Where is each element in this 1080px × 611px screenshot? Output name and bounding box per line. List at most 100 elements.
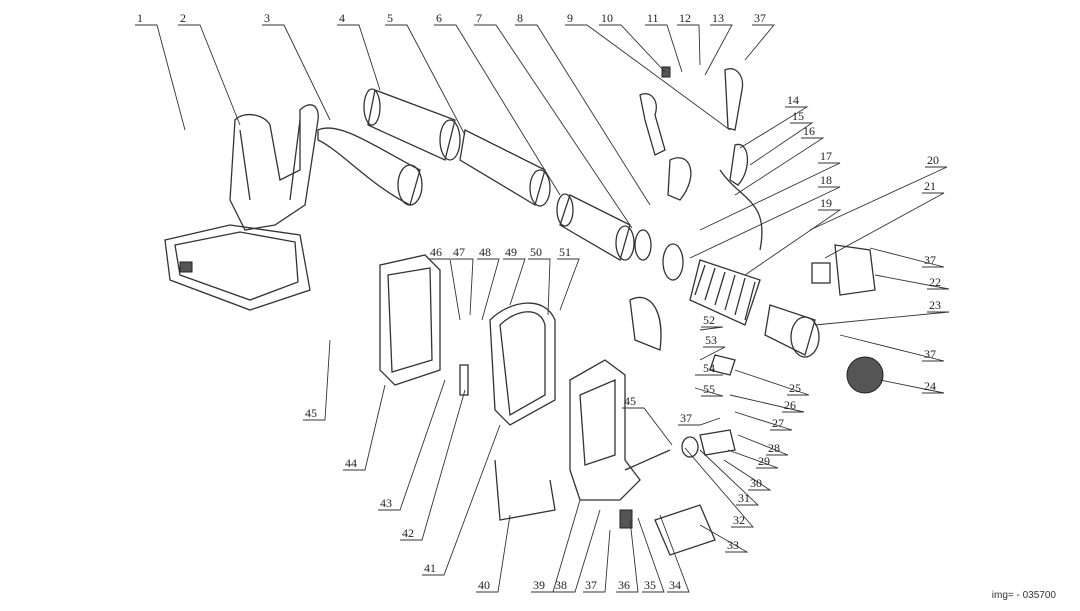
leader-line-38	[553, 509, 601, 593]
leader-line-32	[684, 447, 754, 528]
part-label-45: 45	[624, 394, 636, 408]
part-label-32: 32	[733, 513, 745, 527]
leader-line-43	[378, 379, 446, 511]
leader-line-53	[699, 346, 726, 361]
part-label-43: 43	[380, 496, 392, 510]
part-label-20: 20	[927, 153, 939, 167]
part-label-52: 52	[703, 313, 715, 327]
leader-line-15	[749, 122, 814, 166]
leader-line-41	[422, 424, 501, 576]
part-label-17: 17	[820, 149, 832, 163]
leader-line-45	[303, 339, 331, 421]
image-id-caption: img= - 035700	[991, 590, 1056, 601]
part-label-29: 29	[758, 454, 770, 468]
part-label-37: 37	[924, 253, 936, 267]
leader-line-10	[599, 24, 666, 73]
part-label-37: 37	[680, 411, 692, 425]
part-label-45: 45	[305, 406, 317, 420]
part-label-16: 16	[803, 124, 815, 138]
part-label-39: 39	[533, 578, 545, 592]
part-label-54: 54	[703, 361, 715, 375]
bellows-part	[629, 259, 884, 394]
leader-line-2	[178, 24, 241, 126]
leader-line-13	[704, 24, 733, 76]
part-label-3: 3	[264, 11, 270, 25]
leader-line-20	[809, 166, 948, 231]
part-label-23: 23	[929, 298, 941, 312]
part-label-55: 55	[703, 382, 715, 396]
leader-line-55	[694, 387, 724, 397]
leader-line-12	[677, 24, 701, 66]
part-label-37: 37	[585, 578, 597, 592]
leader-line-29	[727, 449, 779, 469]
leader-line-42	[400, 389, 466, 541]
part-label-35: 35	[644, 578, 656, 592]
part-label-50: 50	[530, 245, 542, 259]
part-label-53: 53	[705, 333, 717, 347]
leader-lines	[135, 24, 950, 593]
part-label-9: 9	[567, 11, 573, 25]
leader-line-47	[451, 258, 474, 316]
leader-line-39	[531, 499, 581, 593]
part-label-27: 27	[772, 416, 784, 430]
part-label-18: 18	[820, 173, 832, 187]
part-label-37: 37	[754, 11, 766, 25]
part-label-38: 38	[555, 578, 567, 592]
leader-line-24	[879, 379, 945, 394]
part-label-44: 44	[345, 456, 357, 470]
part-label-25: 25	[789, 381, 801, 395]
leader-line-40	[476, 514, 511, 593]
leader-line-22	[874, 274, 950, 290]
leader-line-37	[678, 417, 721, 426]
part-label-28: 28	[768, 441, 780, 455]
leader-line-51	[557, 258, 580, 311]
part-label-48: 48	[479, 245, 491, 259]
part-label-31: 31	[738, 491, 750, 505]
leader-line-5	[385, 24, 466, 136]
part-label-10: 10	[601, 11, 613, 25]
part-label-36: 36	[618, 578, 630, 592]
part-label-14: 14	[787, 93, 799, 107]
part-label-13: 13	[712, 11, 724, 25]
leader-line-36	[616, 519, 639, 593]
tube-parts	[363, 88, 684, 281]
leader-line-52	[699, 326, 724, 331]
leader-line-28	[737, 434, 789, 456]
part-label-4: 4	[339, 11, 345, 25]
leader-line-19	[744, 209, 842, 276]
leader-line-16	[734, 137, 825, 196]
part-label-7: 7	[476, 11, 482, 25]
leader-line-7	[474, 24, 633, 229]
hose-part	[317, 127, 423, 206]
part-label-6: 6	[436, 11, 442, 25]
leader-line-11	[645, 24, 683, 73]
leader-line-48	[477, 258, 500, 321]
motor-housing-part	[569, 354, 736, 556]
leader-line-8	[515, 24, 651, 206]
leader-line-26	[729, 394, 805, 413]
leader-line-37	[839, 334, 945, 362]
parts-drawing	[164, 66, 884, 556]
leader-line-4	[337, 24, 381, 91]
part-label-30: 30	[750, 476, 762, 490]
leader-line-25	[734, 369, 810, 396]
leader-line-46	[428, 258, 461, 321]
part-label-8: 8	[517, 11, 523, 25]
leader-line-23	[814, 311, 950, 326]
part-label-15: 15	[792, 109, 804, 123]
leader-line-14	[739, 106, 809, 149]
leader-line-44	[343, 384, 386, 471]
leader-line-1	[135, 24, 186, 131]
part-label-34: 34	[669, 578, 681, 592]
leader-line-34	[659, 514, 690, 593]
leader-line-27	[734, 411, 793, 431]
part-label-11: 11	[647, 11, 659, 25]
leader-line-45	[622, 407, 673, 446]
part-label-12: 12	[679, 11, 691, 25]
part-label-5: 5	[387, 11, 393, 25]
leader-line-35	[637, 517, 665, 593]
leader-line-37	[744, 24, 775, 61]
leader-line-6	[434, 24, 561, 196]
